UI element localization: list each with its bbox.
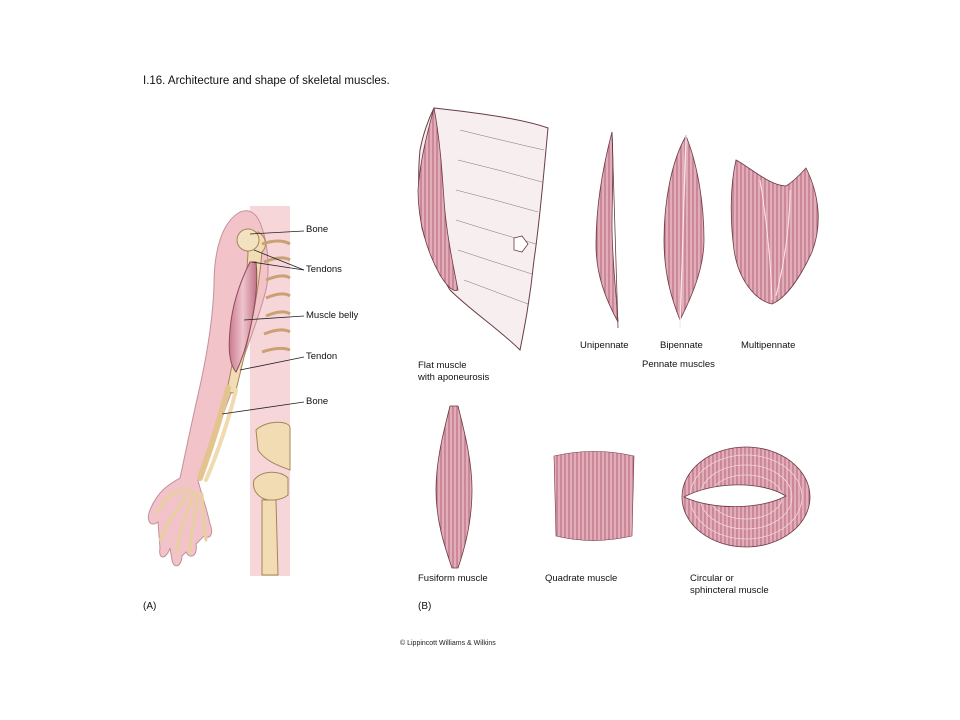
label-tendons: Tendons — [306, 264, 342, 275]
copyright-notice: © Lippincott Williams & Wilkins — [400, 640, 496, 647]
label-tendon: Tendon — [306, 351, 338, 362]
bipennate-illustration — [663, 135, 705, 329]
arm-illustration — [147, 206, 291, 576]
panel-letter-b: (B) — [418, 601, 432, 612]
label-fusiform: Fusiform muscle — [418, 573, 488, 584]
label-unipennate: Unipennate — [580, 340, 629, 351]
unipennate-illustration — [595, 131, 619, 329]
circular-illustration — [681, 446, 811, 548]
fusiform-illustration — [435, 405, 473, 569]
label-muscle-belly: Muscle belly — [306, 310, 359, 321]
label-flat-muscle: Flat muscle with aponeurosis — [418, 360, 490, 383]
label-bone-top: Bone — [306, 224, 329, 235]
leader-lines-arm — [221, 230, 305, 415]
panel-letter-a: (A) — [143, 601, 157, 612]
figure-title: I.16. Architecture and shape of skeletal… — [143, 75, 390, 87]
flat-muscle-illustration — [417, 107, 549, 352]
multipennate-illustration — [730, 159, 819, 305]
label-bone-bottom: Bone — [306, 396, 329, 407]
label-quadrate: Quadrate muscle — [545, 573, 618, 584]
label-circular: Circular or sphincteral muscle — [690, 573, 769, 596]
label-multipennate: Multipennate — [741, 340, 796, 351]
label-pennate-muscles: Pennate muscles — [642, 359, 715, 370]
quadrate-illustration — [553, 451, 635, 541]
label-bipennate: Bipennate — [660, 340, 703, 351]
